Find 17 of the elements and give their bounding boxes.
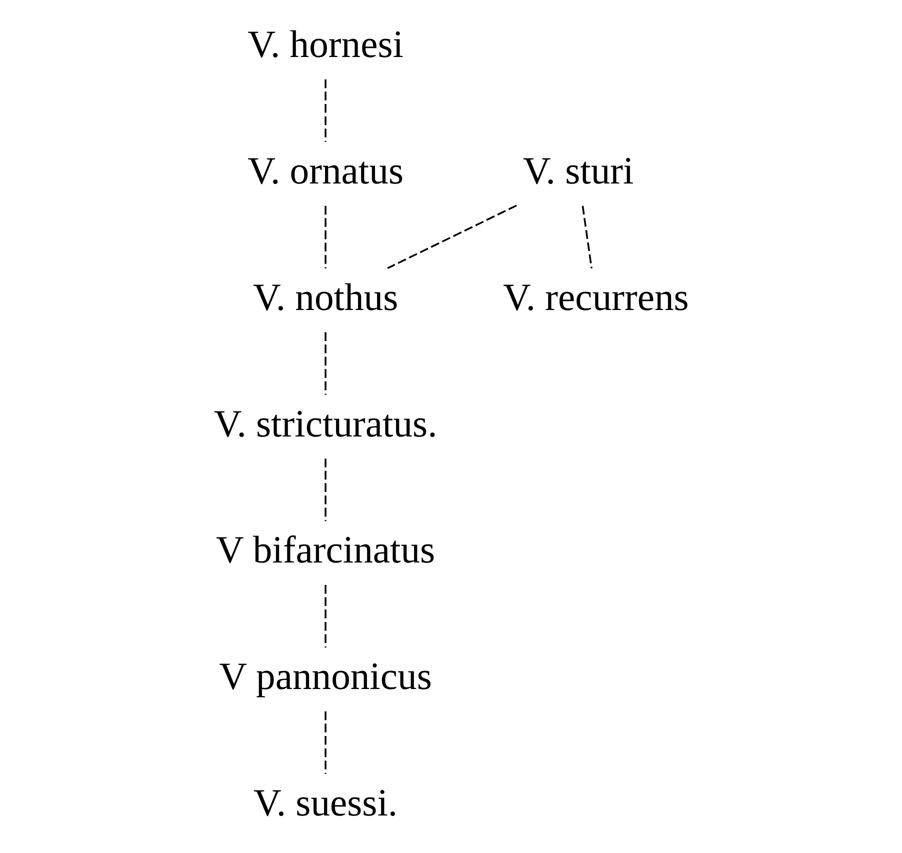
node-text: V bifarcinatus [215,530,435,572]
node-text: V. stricturatus. [213,403,437,446]
connector [324,458,326,522]
connector [324,332,326,395]
node-text: V. hornesi [247,24,403,66]
connector [581,206,592,268]
node-text: V. nothus [252,276,398,319]
node-text: V. sturi [522,150,634,193]
node-text: V. suessi. [252,782,398,825]
connector [324,79,326,142]
node-text: V. recurrens [502,276,688,319]
connector [324,711,326,774]
connector [324,585,326,648]
connector [386,204,516,269]
node-text: V. ornatus [247,150,403,193]
node-text: V pannonicus [218,656,432,698]
connector [324,206,326,268]
